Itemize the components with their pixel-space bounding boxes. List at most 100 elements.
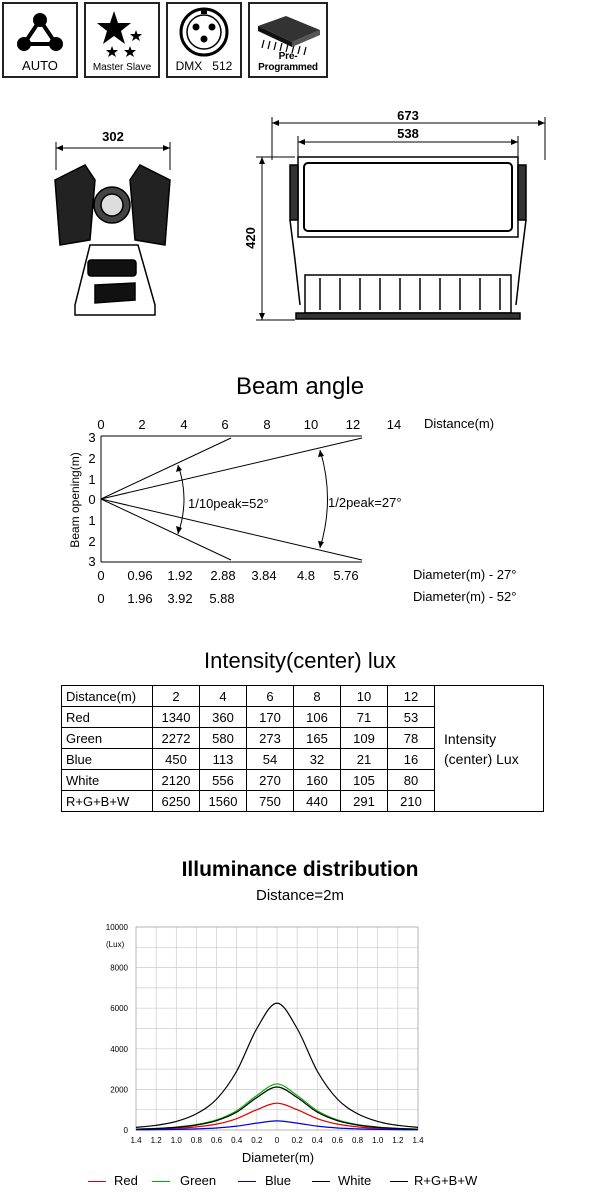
diam27-tick: 4.8 [297,568,315,583]
master-slave-icon [97,11,142,57]
x-tick-label: 1.4 [412,1136,424,1145]
row-label: R+G+B+W [61,790,153,812]
diam52-tick: 5.88 [209,591,234,606]
table-cell: 80 [387,769,435,791]
series-line-blue [135,1120,419,1131]
feature-label: Master Slave [92,62,152,73]
table-cell: 170 [246,706,294,728]
side-view-fixture [54,164,171,316]
legend-swatch-green [152,1181,170,1182]
table-cell: 273 [246,727,294,749]
row-label: Blue [61,748,153,770]
x-tick-label: 0.8 [191,1136,203,1145]
x-tick-label: 0 [275,1136,280,1145]
table-cell: 2120 [152,769,200,791]
legend-label: White [338,1173,372,1188]
y-tick: 3 [88,554,95,569]
header-cell: 8 [293,685,341,707]
table-row: R+G+B+W 6250 1560 750 440 291 210 [61,790,544,812]
table-cell: 1340 [152,706,200,728]
legend-label: R+G+B+W [414,1173,478,1188]
distance-tick: 4 [180,417,187,432]
table-cell: 6250 [152,790,200,812]
table-cell: 360 [199,706,247,728]
x-tick-label: 0.6 [211,1136,223,1145]
y-tick: 0 [88,492,95,507]
y-axis-label: Beam opening(m) [68,452,82,547]
x-tick-label: 0.8 [352,1136,364,1145]
table-cell: 750 [246,790,294,812]
legend-swatch-white [312,1181,330,1182]
diam27-tick: 1.92 [167,568,192,583]
header-cell: 2 [152,685,200,707]
diam27-axis-label: Diameter(m) - 27° [413,567,516,582]
table-cell: 450 [152,748,200,770]
table-cell: 580 [199,727,247,749]
legend-label: Green [180,1173,217,1188]
series-line-white [135,1086,419,1130]
table-cell: 160 [293,769,341,791]
y-tick-label: 8000 [110,964,128,973]
x-tick-label: 0.4 [231,1136,243,1145]
x-tick-label: 0.6 [332,1136,344,1145]
table-cell: 210 [387,790,435,812]
feature-label: DMX 512 [175,59,233,73]
dimension-drawings: 302 673 538 420 [54,108,546,321]
diam52-tick: 0 [97,591,104,606]
table-cell: 270 [246,769,294,791]
y-tick-label: 0 [124,1126,129,1135]
distance-tick: 0 [97,417,104,432]
distance-tick: 14 [387,417,401,432]
table-cell: 556 [199,769,247,791]
y-tick: 2 [88,451,95,466]
table-cell: 54 [246,748,294,770]
table-cell: 165 [293,727,341,749]
y-tick: 2 [88,534,95,549]
front-inner-label: 538 [397,126,419,141]
inner-beam-label: 1/10peak=52° [188,496,269,511]
intensity-title: Intensity(center) lux [204,648,396,673]
distance-tick: 10 [304,417,318,432]
illuminance-title: Illuminance distribution [181,858,419,881]
beam-title: Beam angle [235,373,365,400]
diam52-tick: 1.96 [127,591,152,606]
table-cell: 440 [293,790,341,812]
diam27-tick: 3.84 [251,568,276,583]
diam27-tick: 0.96 [127,568,152,583]
legend-swatch-rgbw [390,1181,408,1182]
header-cell: 4 [199,685,247,707]
intensity-table: Distance(m) 2 4 6 8 10 12 Intensity (cen… [61,685,544,812]
x-tick-label: 0.2 [292,1136,304,1145]
x-tick-label: 1.4 [130,1136,142,1145]
diam52-tick: 3.92 [167,591,192,606]
dmx-connector-icon [179,7,229,57]
feature-pre-programmed: Pre-Programmed [248,2,328,78]
table-cell: 1560 [199,790,247,812]
row-label: White [61,769,153,791]
table-cell: 113 [199,748,247,770]
diam52-axis-label: Diameter(m) - 52° [413,589,516,604]
beam-angle-diagram: 0 2 4 6 8 10 12 14 Distance(m) 3 2 1 0 1… [68,416,516,606]
diam27-tick: 2.88 [210,568,235,583]
outer-beam-label: 1/2peak=27° [328,495,402,510]
table-row: Blue 450 113 54 32 21 16 [61,748,544,770]
legend-swatch-blue [238,1181,256,1182]
table-cell: 53 [387,706,435,728]
table-row: Green 2272 580 273 165 109 78 [61,727,544,749]
table-cell: 32 [293,748,341,770]
y-tick-label: 6000 [110,1004,128,1013]
distance-tick: 2 [138,417,145,432]
feature-dmx: DMX 512 [166,2,242,78]
table-cell: 16 [387,748,435,770]
header-cell: Distance(m) [61,685,153,707]
table-cell: 109 [340,727,388,749]
feature-label: AUTO [22,58,58,73]
row-label: Red [61,706,153,728]
side-label-cell: Intensity (center) Lux [434,685,544,812]
y-tick: 1 [88,513,95,528]
x-axis-title: Diameter(m) [242,1150,314,1165]
header-cell: 12 [387,685,435,707]
side-label-line: (center) Lux [444,750,519,767]
legend-swatch-red [88,1181,106,1182]
